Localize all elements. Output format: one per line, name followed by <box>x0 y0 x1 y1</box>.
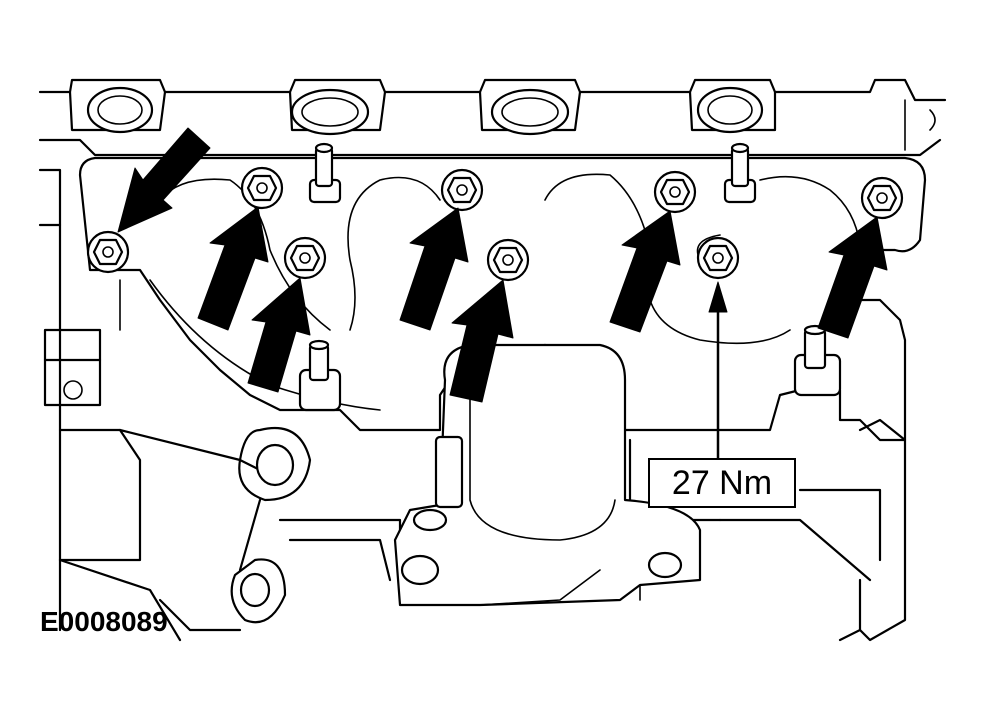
arrow-bolt-3 <box>247 277 311 393</box>
torque-spec-label: 27 Nm <box>648 458 796 508</box>
arrow-bolt-4 <box>399 207 469 331</box>
arrow-bolt-1 <box>117 127 211 233</box>
arrow-bolt-5 <box>449 279 514 403</box>
arrow-bolt-6 <box>609 210 681 333</box>
stud-2 <box>723 142 757 204</box>
bolt-2 <box>240 166 284 210</box>
arrow-bolt-2 <box>197 206 269 331</box>
bolt-7 <box>696 236 740 280</box>
torque-leader-arrow <box>708 281 728 460</box>
bolt-3 <box>283 236 327 280</box>
bolt-5 <box>486 238 530 282</box>
bolt-1 <box>86 230 130 274</box>
lower-block <box>118 418 907 642</box>
bolt-4 <box>440 168 484 212</box>
stud-3 <box>298 339 342 412</box>
arrow-bolt-8 <box>817 216 888 339</box>
bolt-6 <box>653 170 697 214</box>
stud-4 <box>793 324 842 397</box>
engine-block-left <box>38 168 182 642</box>
cylinder-head <box>38 78 947 157</box>
figure-id-label: E0008089 <box>40 606 168 637</box>
catalyst-housing <box>393 343 702 607</box>
bolt-8 <box>860 176 904 220</box>
manifold-bolts <box>86 166 904 282</box>
pointer-arrows <box>117 127 888 460</box>
stud-1 <box>308 142 342 204</box>
